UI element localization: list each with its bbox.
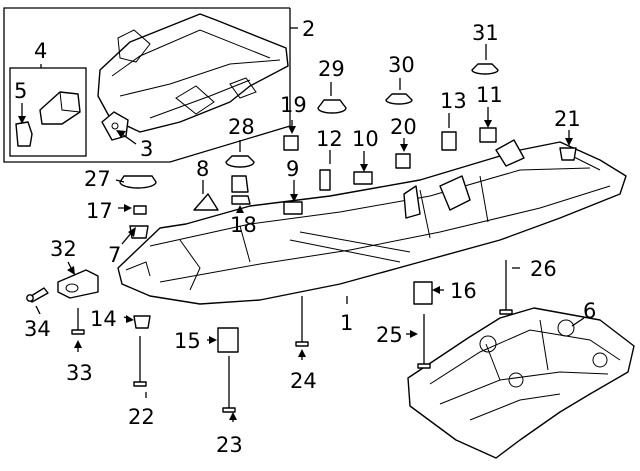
callout-18: 18: [230, 213, 257, 237]
callout-13: 13: [440, 89, 467, 113]
callout-16: 16: [450, 279, 477, 303]
callout-28: 28: [228, 115, 255, 139]
callout-1: 1: [340, 311, 353, 335]
inset-box-bracket-group: [9, 67, 87, 157]
callout-19: 19: [280, 93, 307, 117]
callout-23: 23: [216, 433, 243, 457]
fasteners-group: [119, 63, 577, 353]
bracket-part-32-illustration: [57, 269, 99, 299]
callout-4: 4: [34, 39, 47, 63]
callout-9: 9: [286, 157, 299, 181]
callout-labels: 1 2 3 4 5 6 7 8 9 10 11 12 13 14 15 16 1…: [14, 17, 596, 457]
bolt-part-34-illustration: [26, 287, 49, 303]
callout-21: 21: [554, 107, 581, 131]
callout-27: 27: [84, 167, 111, 191]
callout-15: 15: [174, 329, 201, 353]
inset-box-front-section: [3, 7, 298, 163]
callout-10: 10: [352, 127, 379, 151]
leader-lines-group: [18, 44, 585, 422]
callout-33: 33: [66, 361, 93, 385]
callout-32: 32: [50, 237, 77, 261]
callout-3: 3: [140, 137, 153, 161]
callout-14: 14: [90, 307, 117, 331]
callout-31: 31: [472, 21, 499, 45]
callout-20: 20: [390, 115, 417, 139]
bracket-part-5-illustration: [15, 91, 81, 147]
callout-17: 17: [86, 199, 113, 223]
callout-25: 25: [376, 323, 403, 347]
rear-subframe-illustration: [407, 307, 635, 459]
callout-2: 2: [302, 17, 315, 41]
front-frame-section-illustration: [97, 13, 289, 133]
callout-12: 12: [316, 127, 343, 151]
callout-34: 34: [24, 317, 51, 341]
callout-26: 26: [530, 257, 557, 281]
callout-11: 11: [476, 83, 503, 107]
callout-7: 7: [108, 243, 121, 267]
callout-22: 22: [128, 405, 155, 429]
callout-6: 6: [583, 299, 596, 323]
callout-29: 29: [318, 57, 345, 81]
callout-8: 8: [196, 157, 209, 181]
callout-5: 5: [14, 79, 27, 103]
callout-30: 30: [388, 53, 415, 77]
long-bolts-group: [71, 260, 513, 413]
main-frame-illustration: [117, 139, 627, 305]
callout-24: 24: [290, 369, 317, 393]
